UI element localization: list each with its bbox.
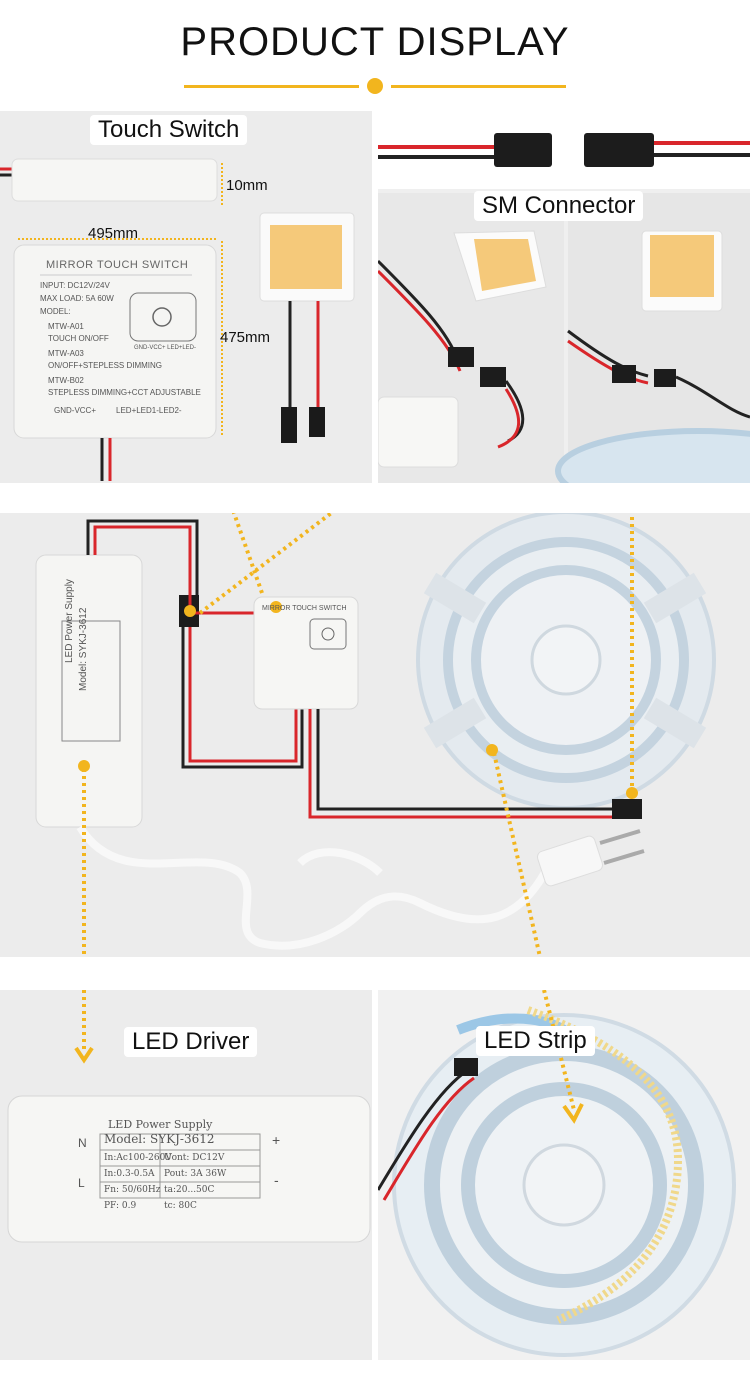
sm-connector-panel: SM Connector bbox=[378, 111, 750, 483]
driver-terminal-plus: + bbox=[272, 1132, 281, 1148]
system-overview-panel: LED Power Supply Model: SYKJ-3612 MIRROR… bbox=[0, 513, 750, 957]
led-strip-panel: LED Strip bbox=[378, 990, 750, 1360]
driver-ambient-temp: ta:20...50C bbox=[164, 1185, 215, 1195]
switch-box-title: MIRROR TOUCH SWITCH bbox=[46, 259, 189, 271]
switch-led-pins: LED+LED1-LED2- bbox=[116, 406, 182, 415]
driver-input-current: In:0.3-0.5A bbox=[104, 1169, 155, 1179]
switch-touch-pins: GND-VCC+ LED+LED- bbox=[134, 345, 197, 351]
driver-power-factor: PF: 0.9 bbox=[104, 1201, 137, 1211]
led-strip-label: LED Strip bbox=[476, 1026, 595, 1056]
switch-model: MODEL: bbox=[40, 307, 71, 316]
driver-case-temp: tc: 80C bbox=[164, 1201, 197, 1211]
switch-gnd-vcc: GND-VCC+ bbox=[54, 406, 97, 415]
driver-terminal-minus: - bbox=[274, 1172, 279, 1188]
system-overview-illustration bbox=[35, 513, 716, 957]
driver-output-voltage: Uont: DC12V bbox=[164, 1153, 225, 1163]
switch-max-load: MAX LOAD: 5A 60W bbox=[40, 294, 114, 303]
sm-connector-illustration bbox=[378, 111, 750, 483]
driver-input-voltage: In:Ac100-260V bbox=[104, 1153, 172, 1163]
touch-switch-label: Touch Switch bbox=[90, 115, 248, 145]
width-dimension: 495mm bbox=[88, 225, 139, 242]
led-driver-panel: LED Driver LED Power Supply Model: SYKJ-… bbox=[0, 990, 372, 1360]
touch-switch-panel: Touch Switch 10mm 495mm 475mm MIRROR TOU… bbox=[0, 111, 372, 483]
led-strip-illustration bbox=[378, 990, 736, 1357]
switch-model-b02: MTW-B02 bbox=[48, 376, 84, 385]
led-driver-label: LED Driver bbox=[124, 1027, 258, 1057]
driver-terminal-l: L bbox=[78, 1176, 85, 1190]
sm-connector-label: SM Connector bbox=[474, 191, 644, 221]
driver-output-power: Pout: 3A 36W bbox=[164, 1169, 227, 1179]
overview-switch-title: MIRROR TOUCH SWITCH bbox=[262, 605, 347, 612]
switch-input: INPUT: DC12V/24V bbox=[40, 281, 110, 290]
switch-model-a01: MTW-A01 bbox=[48, 322, 84, 331]
height-dimension: 475mm bbox=[220, 329, 271, 346]
switch-touch-onoff: TOUCH ON/OFF bbox=[48, 334, 109, 343]
title-divider bbox=[0, 78, 750, 98]
touch-switch-illustration bbox=[0, 158, 355, 481]
driver-terminal-n: N bbox=[78, 1136, 87, 1150]
page-title: PRODUCT DISPLAY bbox=[180, 20, 570, 64]
driver-model: Model: SYKJ-3612 bbox=[104, 1132, 215, 1146]
switch-cct: STEPLESS DIMMING+CCT ADJUSTABLE bbox=[48, 388, 201, 397]
switch-dimming: ON/OFF+STEPLESS DIMMING bbox=[48, 361, 163, 370]
driver-frequency: Fn: 50/60Hz bbox=[104, 1185, 161, 1195]
overview-driver-model: Model: SYKJ-3612 bbox=[78, 607, 89, 691]
driver-name: LED Power Supply bbox=[108, 1118, 213, 1131]
thickness-dimension: 10mm bbox=[226, 177, 268, 194]
overview-driver-name: LED Power Supply bbox=[64, 579, 75, 663]
switch-model-a03: MTW-A03 bbox=[48, 349, 84, 358]
led-driver-illustration bbox=[7, 990, 371, 1243]
